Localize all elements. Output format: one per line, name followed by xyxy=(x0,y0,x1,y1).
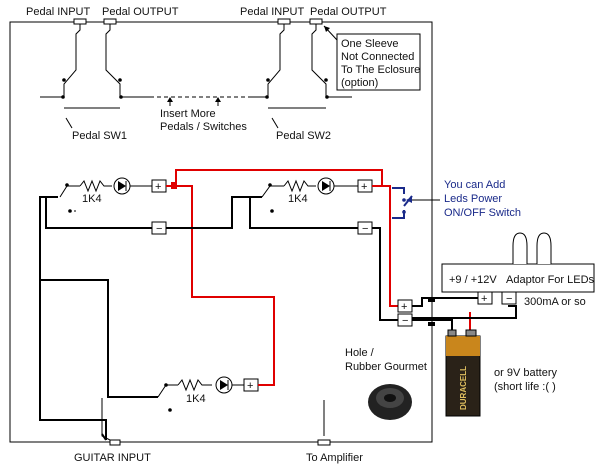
battery-line2: (short life :( ) xyxy=(494,381,556,393)
to-amp-jack xyxy=(317,400,331,446)
sleeve-note-line1: One Sleeve xyxy=(341,38,398,50)
enclosure-outline xyxy=(9,21,433,443)
switch-sw1-audio xyxy=(40,40,150,109)
sw1-label: Pedal SW1 xyxy=(72,130,127,142)
led-power-switch xyxy=(392,187,440,219)
leds-note-line3: ON/OFF Switch xyxy=(444,207,521,219)
pedal1-input-label: Pedal INPUT xyxy=(26,6,90,18)
adaptor-minus: − xyxy=(506,293,512,305)
hole-line1: Hole / xyxy=(345,347,375,359)
pedal1-output-label: Pedal OUTPUT xyxy=(102,6,179,18)
r1-label: 1K4 xyxy=(82,193,102,205)
led1-plus: + xyxy=(155,181,161,193)
led1-minus: − xyxy=(156,223,162,235)
pedal1-output-jack xyxy=(103,18,117,40)
switch-sw2-audio xyxy=(252,40,352,109)
pedal2-input-jack xyxy=(277,18,291,40)
sleeve-note-line3: To The Eclosure xyxy=(341,64,420,76)
sleeve-note-box: One Sleeve Not Connected To The Eclosure… xyxy=(323,25,421,91)
pedal2-output-jack xyxy=(309,18,323,40)
adaptor-label: Adaptor For LEDs xyxy=(506,274,595,286)
leds-note-line1: You can Add xyxy=(444,179,505,191)
r2-label: 1K4 xyxy=(288,193,308,205)
sw2-label: Pedal SW2 xyxy=(276,130,331,142)
pedal2-output-label: Pedal OUTPUT xyxy=(310,6,387,18)
sw2-pointer xyxy=(271,117,279,129)
led2-minus: − xyxy=(362,223,368,235)
power-minus: − xyxy=(402,315,408,327)
led2-plus: + xyxy=(361,181,367,193)
r3-label: 1K4 xyxy=(186,393,206,405)
adaptor-plus: + xyxy=(481,293,487,305)
ground-wiring xyxy=(39,196,517,441)
guitar-input-label: GUITAR INPUT xyxy=(74,452,151,464)
led-circuit-2: + − xyxy=(261,177,373,235)
sleeve-note-line2: Not Connected xyxy=(341,51,414,63)
battery-9v: DURACELL xyxy=(445,329,481,417)
power-plus: + xyxy=(401,301,407,313)
pedal1-input-jack xyxy=(73,18,87,40)
rubber-grommet xyxy=(368,384,412,420)
sleeve-note-line4: (option) xyxy=(341,77,378,89)
power-terminals: + − xyxy=(397,298,435,327)
led-circuit-3: + xyxy=(157,376,259,412)
hole-line2: Rubber Gourmet xyxy=(345,361,427,373)
battery-line1: or 9V battery xyxy=(494,367,557,379)
power-adaptor: + − xyxy=(441,232,595,305)
positive-wiring xyxy=(166,169,487,386)
battery-brand: DURACELL xyxy=(459,366,468,410)
insert-more-line1: Insert More xyxy=(160,108,216,120)
insert-more-line2: Pedals / Switches xyxy=(160,121,247,133)
pedal2-input-label: Pedal INPUT xyxy=(240,6,304,18)
guitar-input-jack xyxy=(101,398,121,446)
led3-plus: + xyxy=(247,380,253,392)
adaptor-voltage: +9 / +12V xyxy=(449,274,497,286)
adaptor-current: 300mA or so xyxy=(524,296,586,308)
leds-note-line2: Leds Power xyxy=(444,193,502,205)
sw1-pointer xyxy=(65,117,73,129)
led-circuit-1: + − xyxy=(59,177,167,235)
to-amp-label: To Amplifier xyxy=(306,452,363,464)
